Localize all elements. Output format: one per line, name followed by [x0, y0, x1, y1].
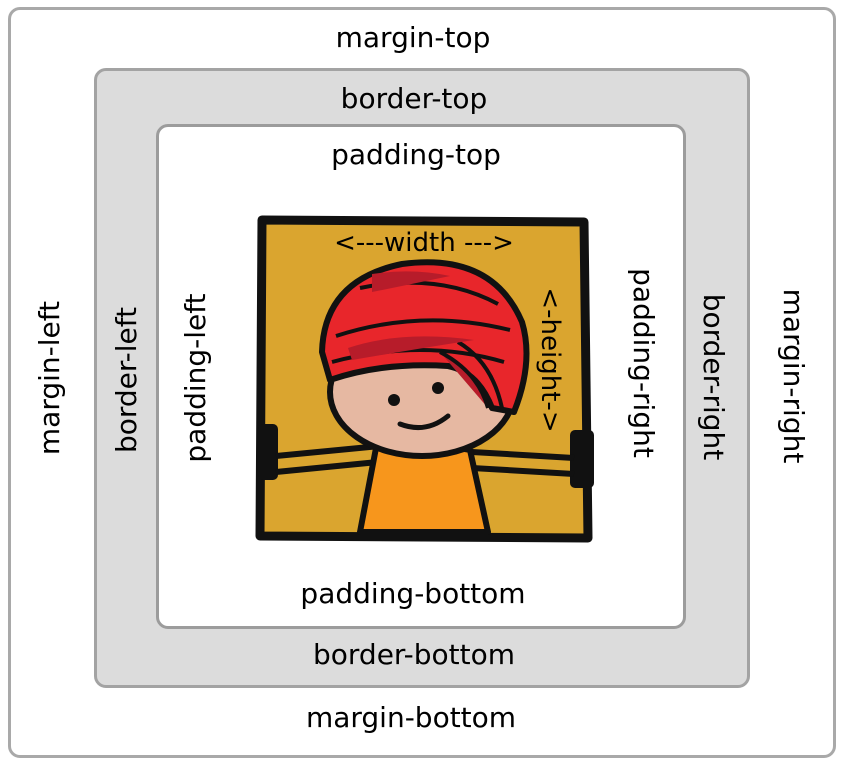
border-right-label: border-right — [697, 293, 730, 461]
padding-left-label: padding-left — [179, 293, 212, 463]
margin-bottom-label: margin-bottom — [305, 701, 517, 734]
margin-right-label: margin-right — [777, 288, 810, 464]
margin-left-label: margin-left — [33, 300, 66, 456]
content-area: <---width ---> <-height-> — [252, 212, 596, 544]
padding-bottom-label: padding-bottom — [300, 577, 526, 610]
border-top-label: border-top — [340, 82, 488, 115]
border-bottom-label: border-bottom — [312, 638, 516, 671]
height-label: <-height-> — [535, 287, 565, 433]
margin-top-label: margin-top — [335, 21, 491, 54]
padding-top-label: padding-top — [331, 138, 501, 171]
border-left-label: border-left — [110, 306, 143, 454]
padding-right-label: padding-right — [627, 268, 660, 458]
width-label: <---width ---> — [334, 228, 514, 258]
boy-with-turban-illustration-icon — [255, 215, 594, 543]
